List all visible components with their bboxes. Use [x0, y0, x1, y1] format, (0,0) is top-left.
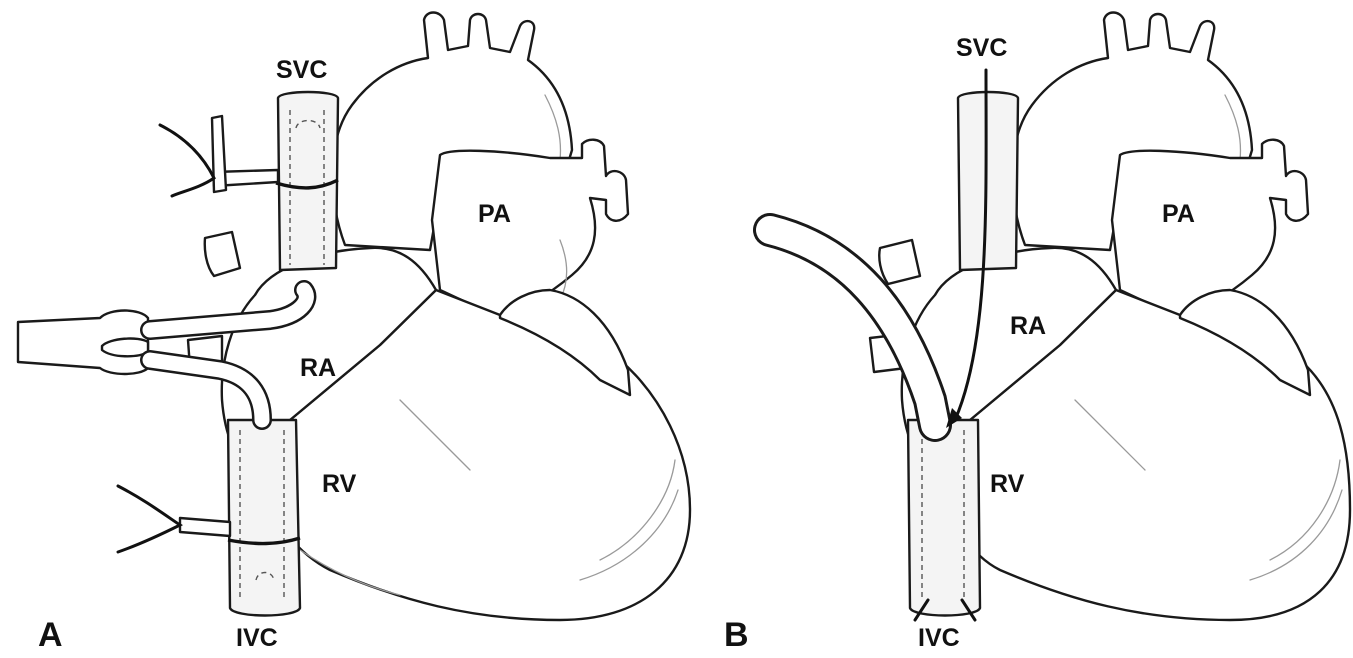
- pulmonary-artery: [432, 140, 628, 318]
- label-pa-b: PA: [1162, 200, 1195, 228]
- ivc-tourniquet: [118, 486, 230, 552]
- panel-letter-b: B: [724, 616, 749, 654]
- label-ra-a: RA: [300, 354, 336, 382]
- panel-a: [18, 13, 690, 621]
- superior-vena-cava-b: [958, 92, 1018, 270]
- panel-b: [770, 13, 1350, 621]
- label-svc-a: SVC: [276, 56, 327, 84]
- svc-tourniquet: [160, 116, 278, 196]
- inferior-vena-cava: [228, 420, 300, 616]
- pulmonary-artery-b: [1112, 140, 1308, 318]
- label-ra-b: RA: [1010, 312, 1046, 340]
- label-svc-b: SVC: [956, 34, 1007, 62]
- inferior-vena-cava-b: [908, 420, 980, 616]
- label-rv-b: RV: [990, 470, 1025, 498]
- label-rv-a: RV: [322, 470, 357, 498]
- label-ivc-a: IVC: [236, 624, 278, 652]
- label-pa-a: PA: [478, 200, 511, 228]
- label-ivc-b: IVC: [918, 624, 960, 652]
- panel-letter-a: A: [38, 616, 63, 654]
- superior-vena-cava: [278, 92, 338, 270]
